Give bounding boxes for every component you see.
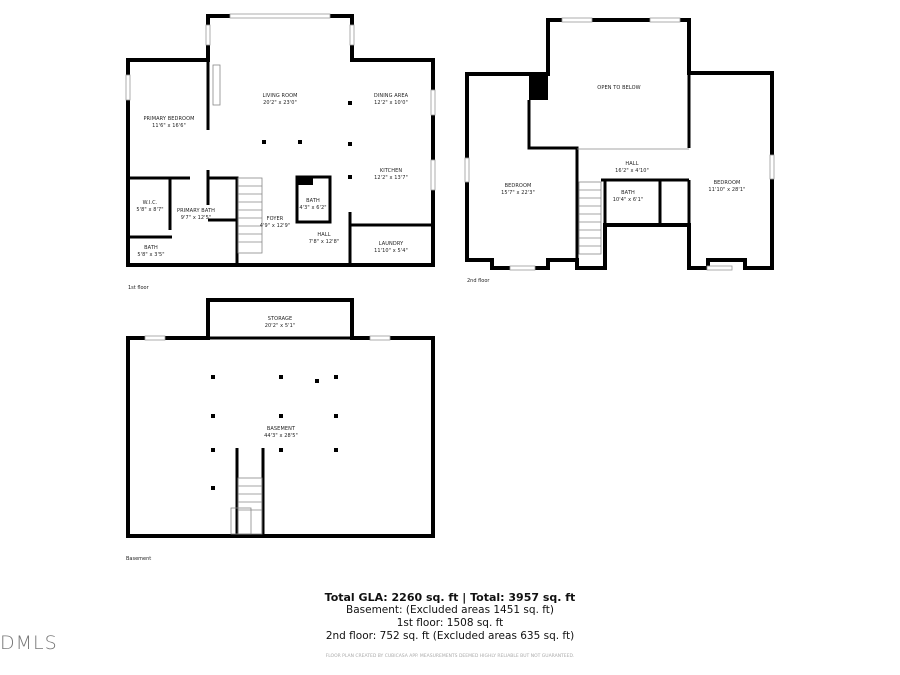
room-name: PRIMARY BEDROOM [143,116,194,122]
room-dims: 11'10" x 28'1" [708,187,745,193]
room-name: BATH [621,190,635,196]
total-area: Total GLA: 2260 sq. ft | Total: 3957 sq.… [324,591,576,604]
room-dims: 15'7" x 22'3" [501,190,535,196]
disclaimer: FLOOR PLAN CREATED BY CUBICASA APP. MEAS… [325,654,575,659]
second-floor-area: 2nd floor: 752 sq. ft (Excluded areas 63… [325,630,575,642]
room-dims: 10'4" x 6'1" [613,197,644,203]
room-name: BEDROOM [714,180,741,186]
room-name: BATH [306,198,320,204]
room-name: PRIMARY BATH [177,208,215,214]
room-name: W.I.C. [143,200,158,206]
room-dims: 11'6" x 16'6" [152,123,186,129]
room-name: OPEN TO BELOW [597,85,640,91]
room-dims: 20'2" x 23'0" [263,100,297,106]
floor-label: 1st floor [128,285,150,291]
room-dims: 4'3" x 6'2" [299,205,326,211]
basement-plan: STORAGE 20'2" x 5'1" BASEMENT 44'3" x 28… [126,298,435,562]
room-dims: 5'8" x 8'7" [136,207,163,213]
room-dims: 16'2" x 4'10" [615,168,649,174]
room-dims: 44'3" x 28'5" [264,433,298,439]
room-dims: 5'8" x 3'5" [137,252,164,258]
room-dims: 12'2" x 10'0" [374,100,408,106]
room-dims: 12'2" x 13'7" [374,175,408,181]
room-dims: 7'8" x 12'8" [309,239,340,245]
room-name: BEDROOM [505,183,532,189]
room-dims: 4'9" x 12'9" [260,223,291,229]
first-floor-plan: LIVING ROOM 20'2" x 23'0" DINING AREA 12… [125,13,436,291]
floor-label: 2nd floor [467,278,490,284]
room-name: FOYER [267,216,284,222]
room-dims: 20'2" x 5'1" [265,323,296,329]
mls-logo: DMLS [0,632,58,654]
room-name: KITCHEN [380,168,403,174]
room-dims: 9'7" x 12'5" [181,215,212,221]
room-name: BATH [144,245,158,251]
basement-area: Basement: (Excluded areas 1451 sq. ft) [346,604,554,616]
room-name: HALL [625,161,638,167]
first-floor-area: 1st floor: 1508 sq. ft [396,617,504,629]
room-name: HALL [317,232,330,238]
room-dims: 11'10" x 5'4" [374,248,408,254]
area-summary: Total GLA: 2260 sq. ft | Total: 3957 sq.… [0,591,900,643]
room-name: LAUNDRY [379,241,404,247]
room-name: LIVING ROOM [262,93,297,99]
room-name: STORAGE [268,316,293,322]
room-name: BASEMENT [267,426,296,432]
room-name: DINING AREA [374,93,409,99]
floor-label: Basement [126,556,151,562]
second-floor-plan: OPEN TO BELOW HALL 16'2" x 4'10" BEDROOM… [464,17,775,284]
